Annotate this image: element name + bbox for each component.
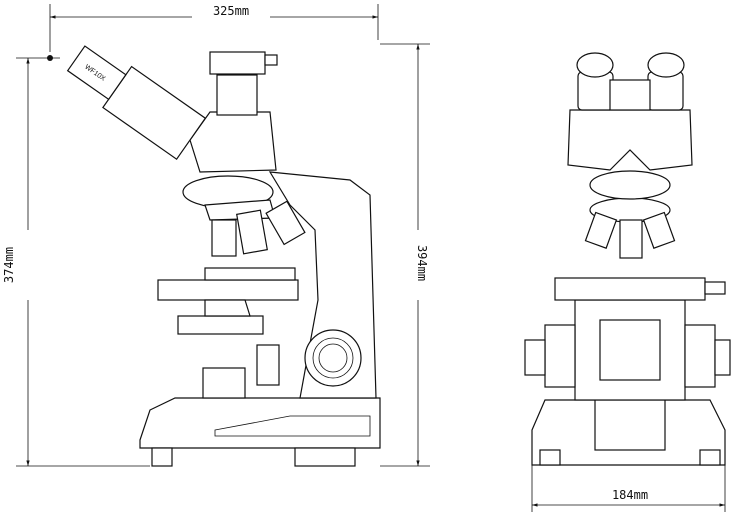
dimension-height-body: 394mm bbox=[380, 43, 430, 467]
width-front-label: 184mm bbox=[612, 488, 648, 502]
side-view: WF10X bbox=[66, 45, 381, 467]
dimension-width-side: 325mm bbox=[49, 4, 379, 52]
height-total-label: 374mm bbox=[2, 247, 16, 283]
front-view bbox=[524, 52, 731, 466]
width-side-label: 325mm bbox=[213, 4, 249, 18]
height-body-label: 394mm bbox=[415, 245, 429, 281]
dimension-height-total: 374mm bbox=[2, 55, 150, 467]
